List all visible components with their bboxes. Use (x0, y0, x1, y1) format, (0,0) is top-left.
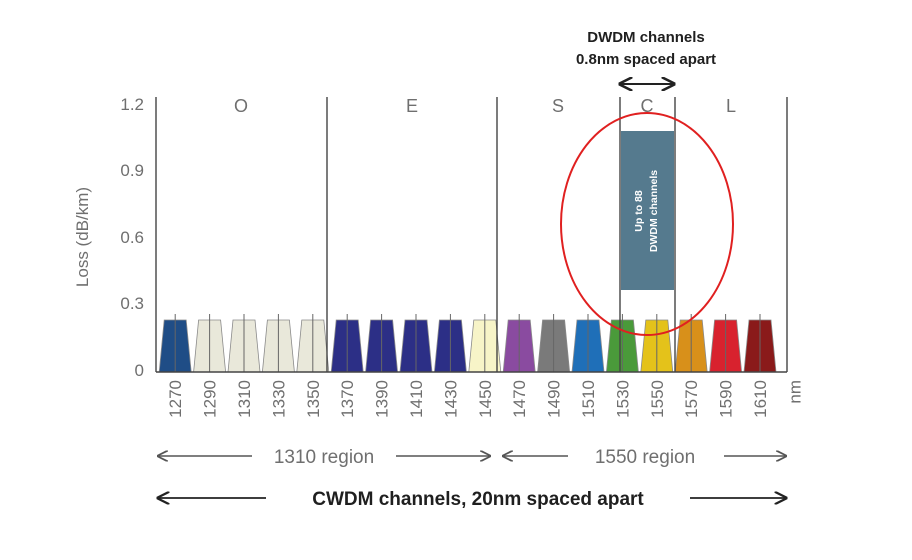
dwdm-header-line1: DWDM channels (587, 29, 705, 46)
x-tick-label: 1390 (373, 380, 392, 418)
x-tick-label: 1330 (269, 380, 288, 418)
x-tick-label: 1290 (201, 380, 220, 418)
x-tick-label: 1370 (338, 380, 357, 418)
x-tick-label: 1510 (579, 380, 598, 418)
y-axis-label: Loss (dB/km) (73, 187, 92, 287)
band-label-e: E (406, 96, 418, 116)
x-tick-label: 1470 (510, 380, 529, 418)
cwdm-label: CWDM channels, 20nm spaced apart (312, 489, 644, 510)
x-tick-label: 1530 (613, 380, 632, 418)
x-tick-label: 1270 (166, 380, 185, 418)
x-tick-label: 1310 (235, 380, 254, 418)
region-1550-label: 1550 region (595, 447, 695, 468)
region-1310-label: 1310 region (274, 447, 374, 468)
band-label-l: L (726, 96, 736, 116)
dwdm-block (621, 131, 674, 290)
band-dividers (155, 97, 788, 372)
y-tick-label: 0.6 (120, 228, 144, 247)
highlight-ellipse (560, 112, 734, 336)
x-tick-label: 1430 (441, 380, 460, 418)
x-tick-group: 1270 1290 1310 1330 1350 1370 1390 1410 1430 1450… (166, 380, 804, 418)
x-tick-label: 1570 (682, 380, 701, 418)
x-tick-label: 1450 (476, 380, 495, 418)
x-axis-unit: nm (785, 380, 804, 404)
x-tick-label: 1350 (304, 380, 323, 418)
x-tick-label: 1490 (545, 380, 564, 418)
band-label-c: C (641, 96, 654, 116)
y-tick-label: 0 (135, 361, 144, 380)
x-tick-label: 1410 (407, 380, 426, 418)
dwdm-block-line2: DWDM channels (648, 170, 660, 252)
x-tick-label: 1550 (648, 380, 667, 418)
band-label-o: O (234, 96, 248, 116)
x-tick-label: 1610 (751, 380, 770, 418)
y-tick-label: 1.2 (120, 95, 144, 114)
x-tick-label: 1590 (717, 380, 736, 418)
dwdm-block-line1: Up to 88 (633, 190, 645, 232)
y-tick-label: 0.9 (120, 161, 144, 180)
dwdm-header-line2: 0.8nm spaced apart (576, 51, 716, 68)
y-tick-label: 0.3 (120, 294, 144, 313)
cwdm-channel-group (158, 314, 777, 373)
band-label-s: S (552, 96, 564, 116)
